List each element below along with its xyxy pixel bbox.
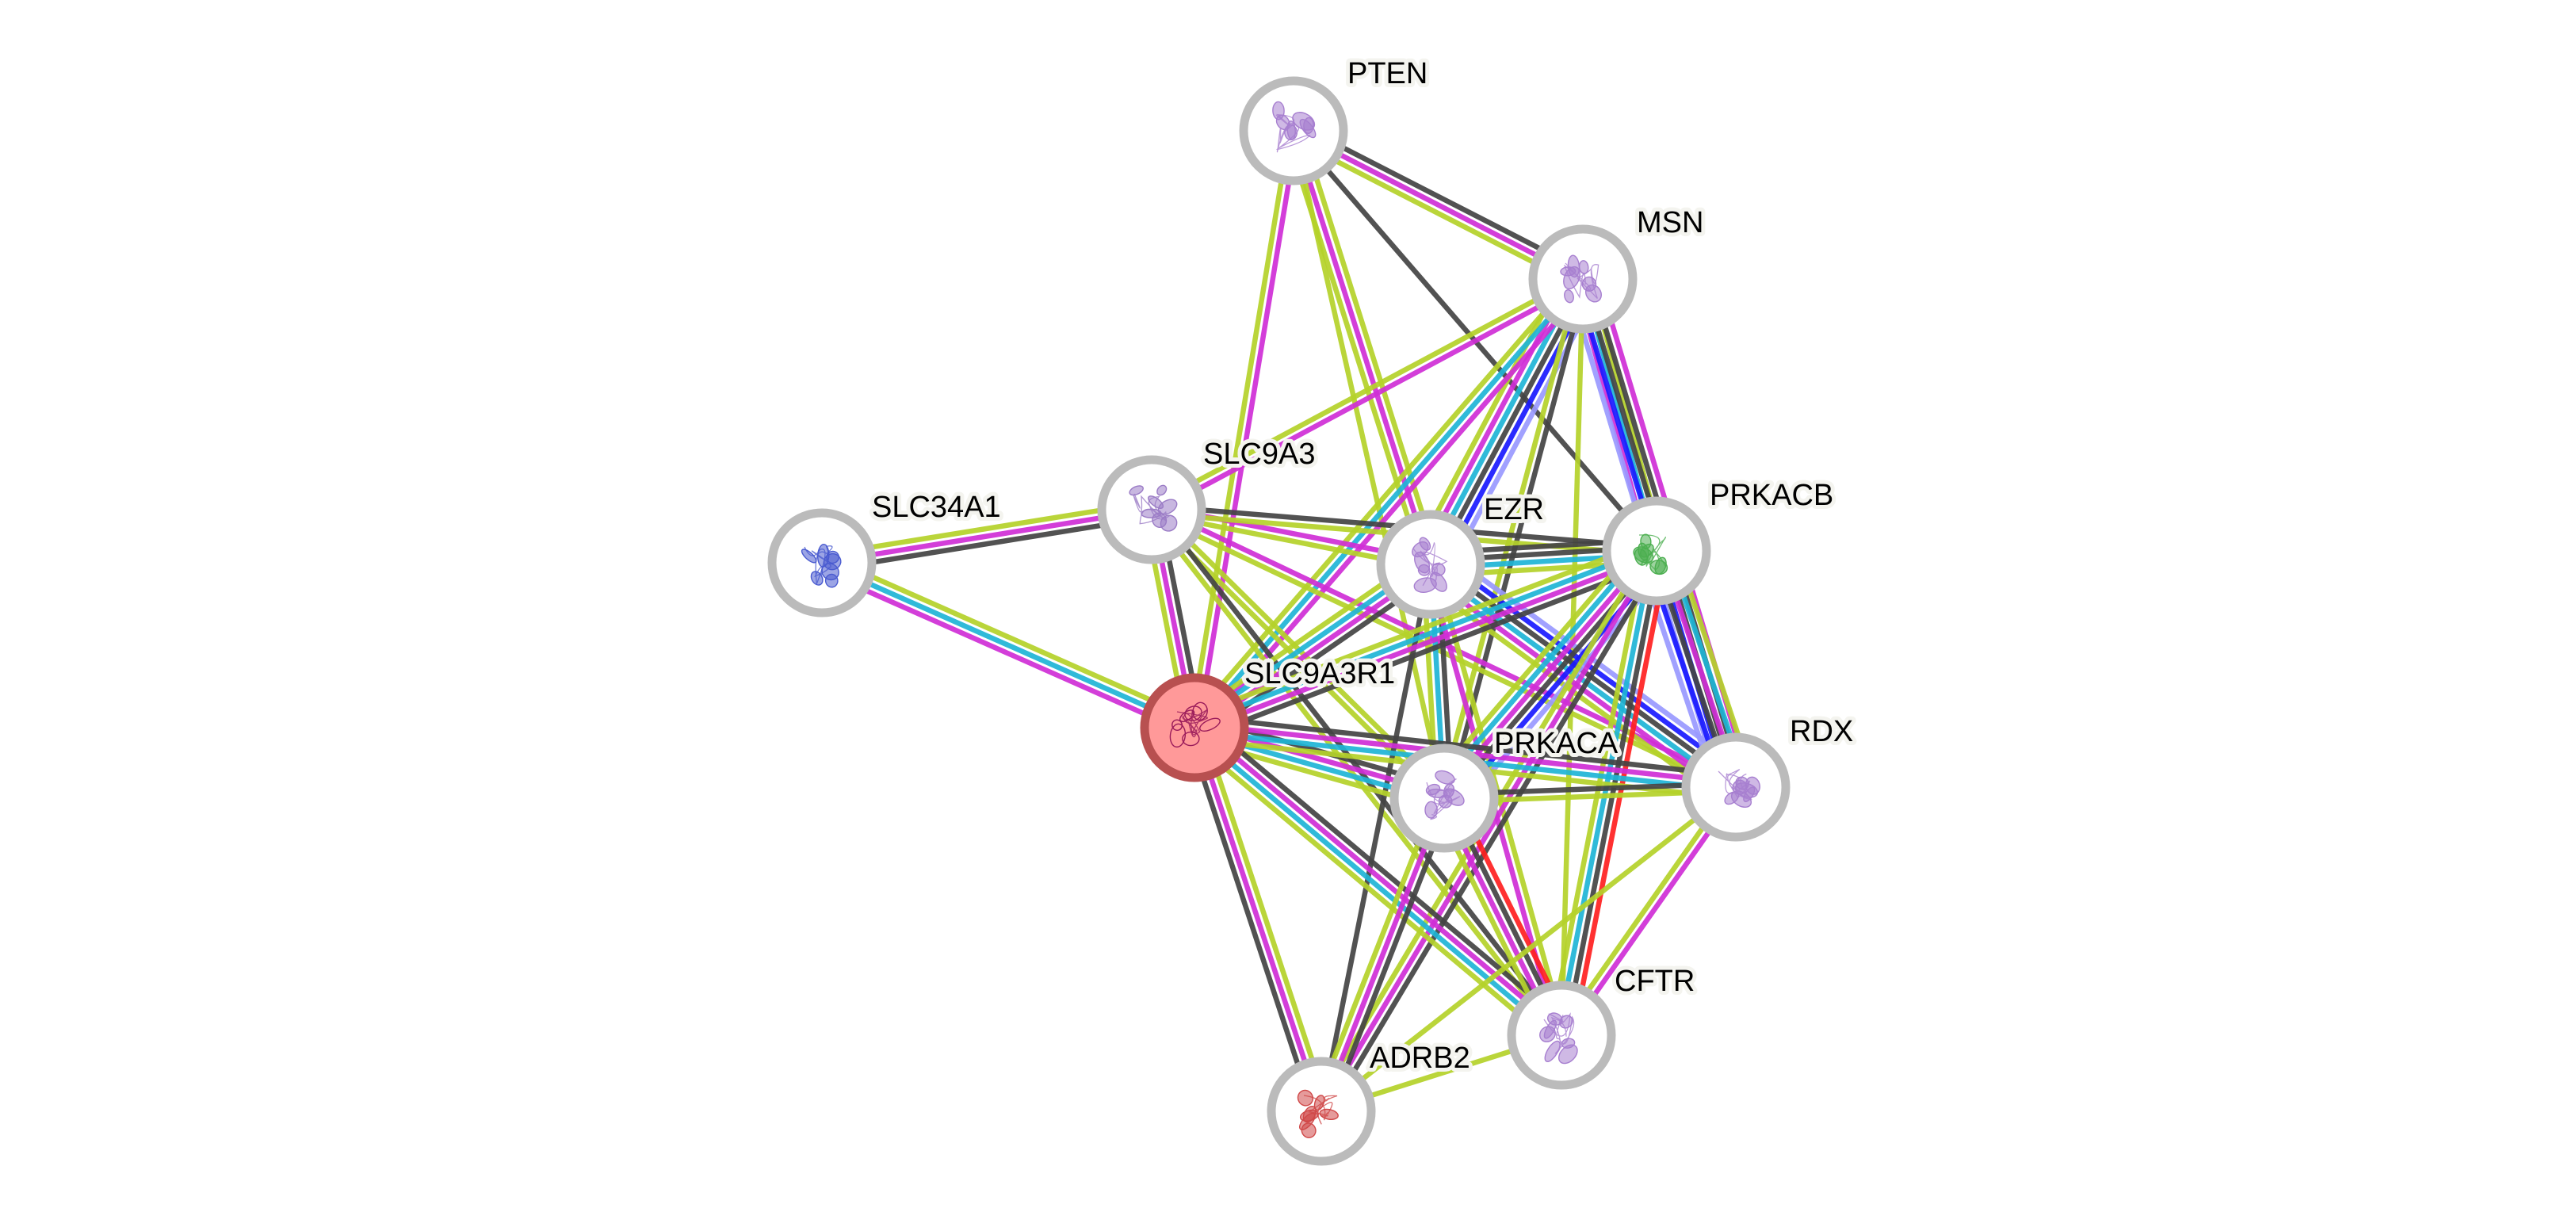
protein-structure-icon (1539, 1012, 1578, 1065)
edge-evidence-textmining (1148, 273, 1583, 509)
edge-evidence-database (1555, 549, 1656, 1035)
edge-evidence-database (1190, 728, 1561, 1041)
node-label-ezr: EZR (1484, 493, 1544, 526)
node-adrb2[interactable] (1267, 1057, 1376, 1166)
edge-slc34a1-slc9a3r1[interactable] (817, 553, 1199, 737)
protein-structure-icon (1633, 533, 1668, 575)
edge-evidence-database (820, 560, 1196, 730)
protein-structure-icon (1718, 769, 1760, 809)
protein-structure-icon (1169, 702, 1221, 748)
edge-evidence-coexpression (1184, 728, 1317, 1115)
node-ezr[interactable] (1376, 510, 1485, 619)
edge-evidence-experiments (1152, 280, 1586, 516)
protein-structure-icon (1412, 537, 1448, 593)
edge-evidence-textmining (824, 553, 1199, 724)
edge-evidence-coexpression (1295, 121, 1588, 275)
edge-evidence-textmining (1298, 128, 1441, 564)
protein-structure-icon (801, 544, 842, 588)
edge-evidence-textmining (1289, 135, 1581, 289)
edge-evidence-experiments (1290, 130, 1434, 565)
node-pten[interactable] (1239, 76, 1348, 185)
edge-prkacb-slc9a3r1[interactable] (1189, 537, 1662, 741)
edge-evidence-coexpression (1197, 559, 1662, 741)
edge-evidence-coexpression (1200, 717, 1571, 1029)
node-label-pten: PTEN (1347, 57, 1428, 90)
node-label-slc9a3: SLC9A3 (1203, 438, 1316, 471)
node-label-slc34a1: SLC34A1 (872, 491, 1001, 524)
edge-slc9a3r1-cftr[interactable] (1185, 717, 1571, 1046)
edge-slc34a1-slc9a3[interactable] (820, 499, 1154, 573)
edge-evidence-textmining (1290, 130, 1447, 799)
edge-pten-slc9a3r1[interactable] (1188, 129, 1300, 729)
edge-evidence-textmining (1198, 724, 1332, 1111)
protein-structure-icon (1424, 770, 1465, 820)
edge-evidence-experiments (1195, 131, 1300, 729)
edge-evidence-textmining (1189, 537, 1654, 720)
protein-structure-icon (1129, 484, 1178, 532)
node-label-slc9a3r1: SLC9A3R1 (1244, 657, 1395, 690)
edge-evidence-experiments (821, 507, 1152, 566)
protein-structure-icon (1297, 1089, 1339, 1138)
node-rdx[interactable] (1681, 732, 1791, 842)
edge-evidence-textmining (1319, 785, 1738, 1114)
edge-evidence-experiments (1191, 726, 1324, 1113)
node-prkaca[interactable] (1389, 744, 1499, 853)
edge-evidence-experiments (1319, 549, 1659, 1113)
edge-evidence-database (1433, 541, 1650, 793)
node-circle[interactable] (1602, 496, 1711, 606)
node-label-msn: MSN (1637, 206, 1703, 239)
node-circle[interactable] (1528, 224, 1638, 334)
node-circle[interactable] (1507, 981, 1616, 1090)
edge-evidence-database (1192, 545, 1657, 727)
node-msn[interactable] (1528, 224, 1638, 334)
edge-evidence-experiments (817, 567, 1193, 737)
protein-structure-icon (1272, 101, 1317, 153)
node-slc34a1[interactable] (767, 508, 877, 617)
edge-evidence-coexpression (1445, 279, 1589, 801)
node-label-prkaca: PRKACA (1494, 727, 1619, 760)
node-label-prkacb: PRKACB (1710, 479, 1833, 512)
edge-evidence-coexpression (1195, 713, 1737, 779)
node-prkacb[interactable] (1602, 496, 1711, 606)
nodes-layer (767, 76, 1791, 1166)
edge-evidence-textmining (820, 499, 1152, 558)
edge-prkaca-adrb2[interactable] (1312, 794, 1454, 1115)
node-cftr[interactable] (1507, 981, 1616, 1090)
node-slc9a3[interactable] (1097, 455, 1206, 564)
edge-evidence-experiments (1194, 722, 1566, 1034)
node-label-rdx: RDX (1790, 715, 1853, 748)
edge-evidence-experiments (1194, 552, 1659, 734)
node-label-adrb2: ADRB2 (1370, 1042, 1470, 1075)
edge-evidence-experiments (1318, 797, 1447, 1113)
edge-evidence-textmining (1185, 734, 1556, 1046)
edge-evidence-coexpression (1325, 553, 1665, 1117)
node-label-cftr: CFTR (1615, 965, 1695, 998)
edge-rdx-adrb2[interactable] (1319, 785, 1738, 1114)
edge-evidence-textmining (1312, 794, 1440, 1110)
edge-evidence-coexpression (1325, 800, 1454, 1115)
edge-pten-prkaca[interactable] (1290, 130, 1447, 799)
edge-evidence-textmining (1188, 129, 1293, 728)
node-slc9a3r1[interactable] (1140, 673, 1249, 782)
edge-evidence-coexpression (822, 514, 1154, 573)
protein-structure-icon (1560, 254, 1602, 304)
edge-msn-slc9a3[interactable] (1148, 273, 1586, 516)
edge-slc9a3r1-adrb2[interactable] (1184, 724, 1332, 1115)
